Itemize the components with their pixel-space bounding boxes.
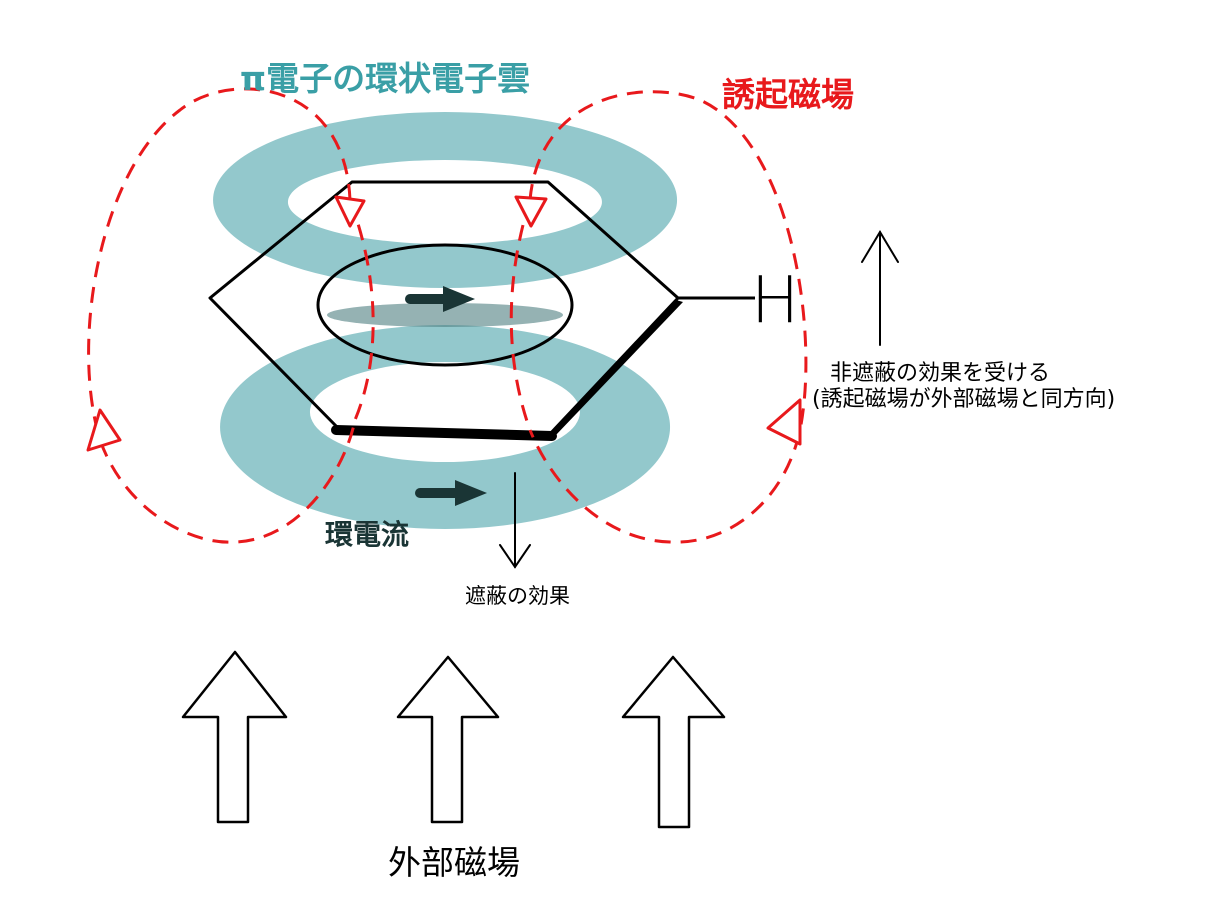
induced-field-arrow-right-outer: [766, 398, 802, 446]
ring-current-arrow-upper: [405, 286, 475, 312]
ring-current-label: 環電流: [325, 518, 409, 551]
induced-field-arrow-left-outer: [86, 408, 122, 452]
pi-electron-cloud-label: π電子の環状電子雲: [240, 59, 530, 98]
shielding-arrow: [499, 472, 531, 569]
benzene-hexagon: [208, 180, 683, 441]
induced-field-arrow-right-inner: [514, 195, 548, 228]
induced-field-arrow-left-inner: [334, 195, 366, 228]
external-field-arrows: [181, 650, 726, 829]
ring-current-arrow-lower: [415, 480, 487, 506]
induced-field-label: 誘起磁場: [722, 75, 854, 114]
external-field-arrow: [181, 650, 288, 824]
external-field-arrow: [396, 655, 500, 824]
lower-pi-electron-cloud: [220, 325, 671, 529]
shielding-label: 遮蔽の効果: [465, 584, 570, 608]
external-field-label: 外部磁場: [388, 843, 520, 882]
ring-current-shadow: [327, 303, 563, 327]
hydrogen-label: H: [751, 264, 799, 338]
induced-field-right-loop: [509, 90, 808, 544]
deshielding-label-line1: 非遮蔽の効果を受ける: [830, 361, 1050, 386]
deshielding-label-line2: (誘起磁場が外部磁場と同方向): [812, 387, 1115, 412]
induced-field-left-loop: [87, 87, 375, 544]
upper-pi-electron-cloud: [213, 112, 678, 288]
deshielding-arrow: [861, 230, 899, 346]
external-field-arrow: [621, 655, 726, 829]
ring-current-loop: [316, 243, 574, 367]
